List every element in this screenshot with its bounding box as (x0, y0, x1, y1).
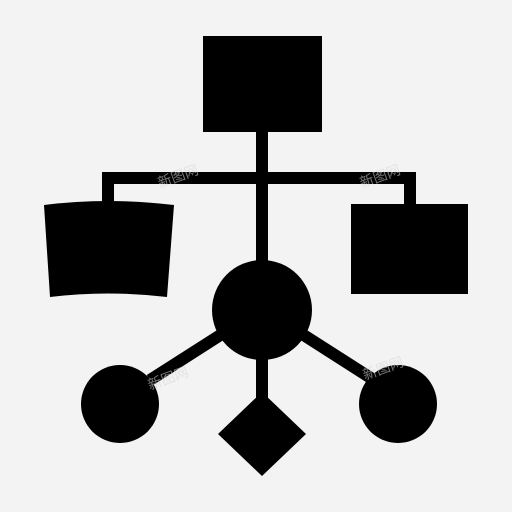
nodes (44, 36, 468, 476)
bottom-left-circle-node (81, 365, 159, 443)
left-spoke-line (146, 328, 226, 386)
watermark-text: 新图网 (358, 162, 403, 191)
right-spoke-line (298, 328, 378, 386)
center-circle-node (212, 260, 312, 360)
right-box-node (351, 204, 468, 294)
bottom-diamond-node (218, 392, 306, 476)
bottom-right-circle-node (359, 365, 437, 443)
watermark-text: 新图网 (156, 162, 201, 191)
top-square-node (203, 36, 322, 132)
left-box-node (44, 201, 174, 297)
connectors (102, 132, 416, 400)
